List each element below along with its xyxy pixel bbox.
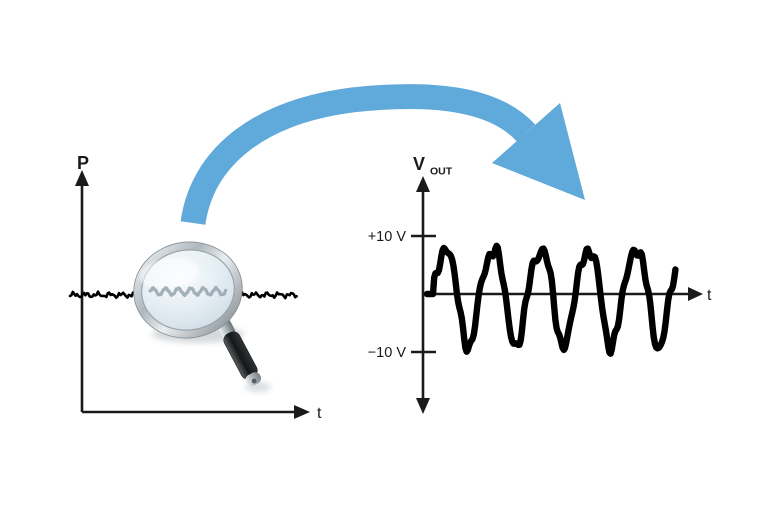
left-y-axis-label: P xyxy=(77,153,89,173)
right-plot: V OUT +10 V −10 V t xyxy=(368,154,712,414)
right-y-axis-label-main: V xyxy=(413,154,425,174)
magnifier-lens xyxy=(133,241,243,339)
right-x-axis-arrow-icon xyxy=(688,287,703,301)
lens-rim xyxy=(134,242,242,338)
amplification-arrowhead-icon xyxy=(492,103,585,200)
left-y-axis-arrow-icon xyxy=(75,170,89,186)
right-y-axis-down-arrow-icon xyxy=(416,398,430,414)
lens-magnified-wave xyxy=(148,285,228,297)
amplification-arrow xyxy=(180,84,585,226)
amplification-arrow-shaft xyxy=(180,84,536,226)
pressure-signal-left-segment xyxy=(68,290,142,299)
right-x-axis-label: t xyxy=(707,287,712,304)
left-x-axis-arrow-icon xyxy=(294,405,310,419)
left-plot: P t xyxy=(68,153,322,422)
left-x-axis-label: t xyxy=(317,405,322,422)
minus10-tick-label: −10 V xyxy=(368,345,407,361)
handle-endcap-dot xyxy=(251,378,257,384)
pressure-signal-right-segment xyxy=(233,291,298,300)
plus10-tick-label: +10 V xyxy=(368,229,407,245)
right-y-axis-up-arrow-icon xyxy=(416,176,430,192)
right-y-axis-label-subscript: OUT xyxy=(430,166,453,178)
lens-highlight xyxy=(139,257,200,289)
magnifying-glass-icon xyxy=(133,241,271,392)
output-wave xyxy=(423,242,679,357)
